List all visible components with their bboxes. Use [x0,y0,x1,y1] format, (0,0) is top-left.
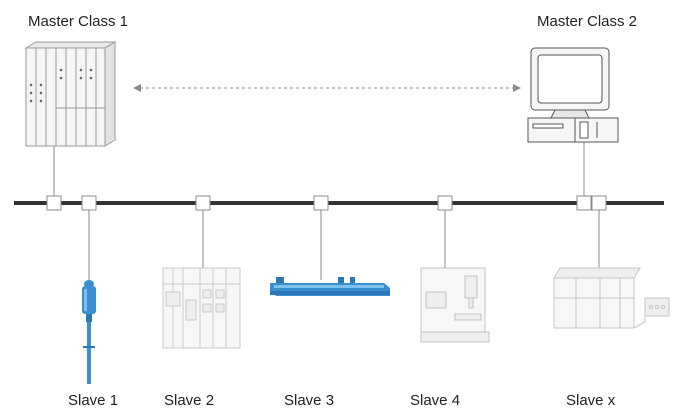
slave-1-sensor-icon [82,280,96,384]
connector-slave-2 [195,195,211,211]
slave-2-label: Slave 2 [164,392,215,409]
slave-1-label: Slave 1 [68,392,119,409]
slave-x-label: Slave x [566,392,616,409]
connector-slave-4 [437,195,453,211]
slave-4-cnc-machine-icon [420,267,490,343]
slave-x-plc-icon [553,267,670,329]
slave-2-io-rack-icon [162,267,241,349]
connector-slave-3 [313,195,329,211]
connector-master-2 [576,195,592,211]
connector-master-1 [46,195,62,211]
master-1-plc-icon [24,41,117,147]
master-2-label: Master Class 2 [537,13,638,30]
connector-slave-x [591,195,607,211]
drop-lines [53,142,600,280]
slave-3-label: Slave 3 [284,392,335,409]
master-1-label: Master Class 1 [28,13,129,30]
slave-4-label: Slave 4 [410,392,461,409]
master-2-pc-icon [527,47,619,143]
slave-3-drive-icon [270,277,390,296]
connector-slave-1 [81,195,97,211]
